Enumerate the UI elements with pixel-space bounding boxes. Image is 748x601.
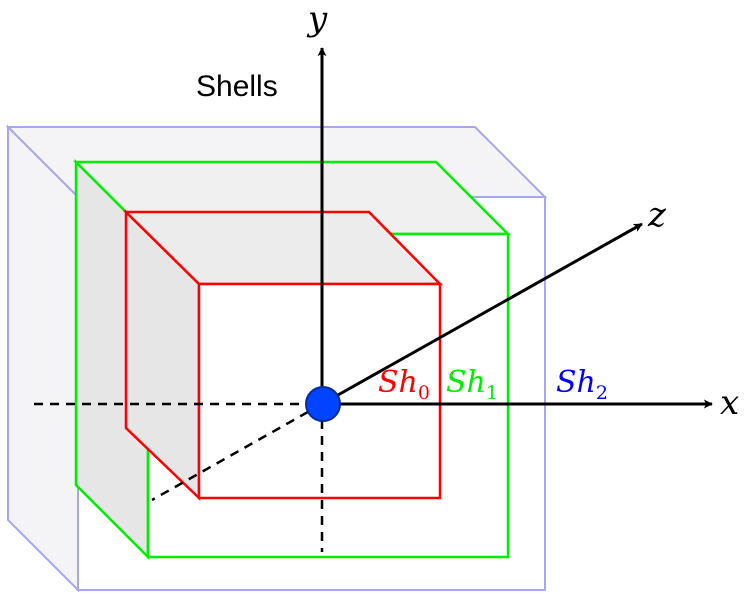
shell-1-label: Sh1 (446, 365, 498, 404)
z-axis-negative-dashed (151, 402, 323, 502)
shell-0-label-sub: 0 (418, 382, 430, 404)
shell-2-label: Sh2 (556, 365, 608, 404)
shell-2-label-sub: 2 (596, 382, 608, 404)
origin-point (305, 386, 341, 422)
diagram-title: Shells (196, 70, 278, 103)
shell-1-label-base: Sh (446, 365, 486, 400)
z-axis-label: z (647, 195, 667, 235)
y-axis-label: y (306, 0, 328, 39)
shell-1-label-sub: 1 (486, 382, 498, 404)
shell-0-box (122, 209, 443, 501)
shell-0-label-base: Sh (378, 365, 418, 400)
shell-2-label-base: Sh (556, 365, 596, 400)
shell-0-label: Sh0 (378, 365, 430, 404)
shell-2-left-face (7, 124, 79, 593)
z-axis (321, 222, 643, 406)
x-axis-label: x (720, 383, 739, 423)
